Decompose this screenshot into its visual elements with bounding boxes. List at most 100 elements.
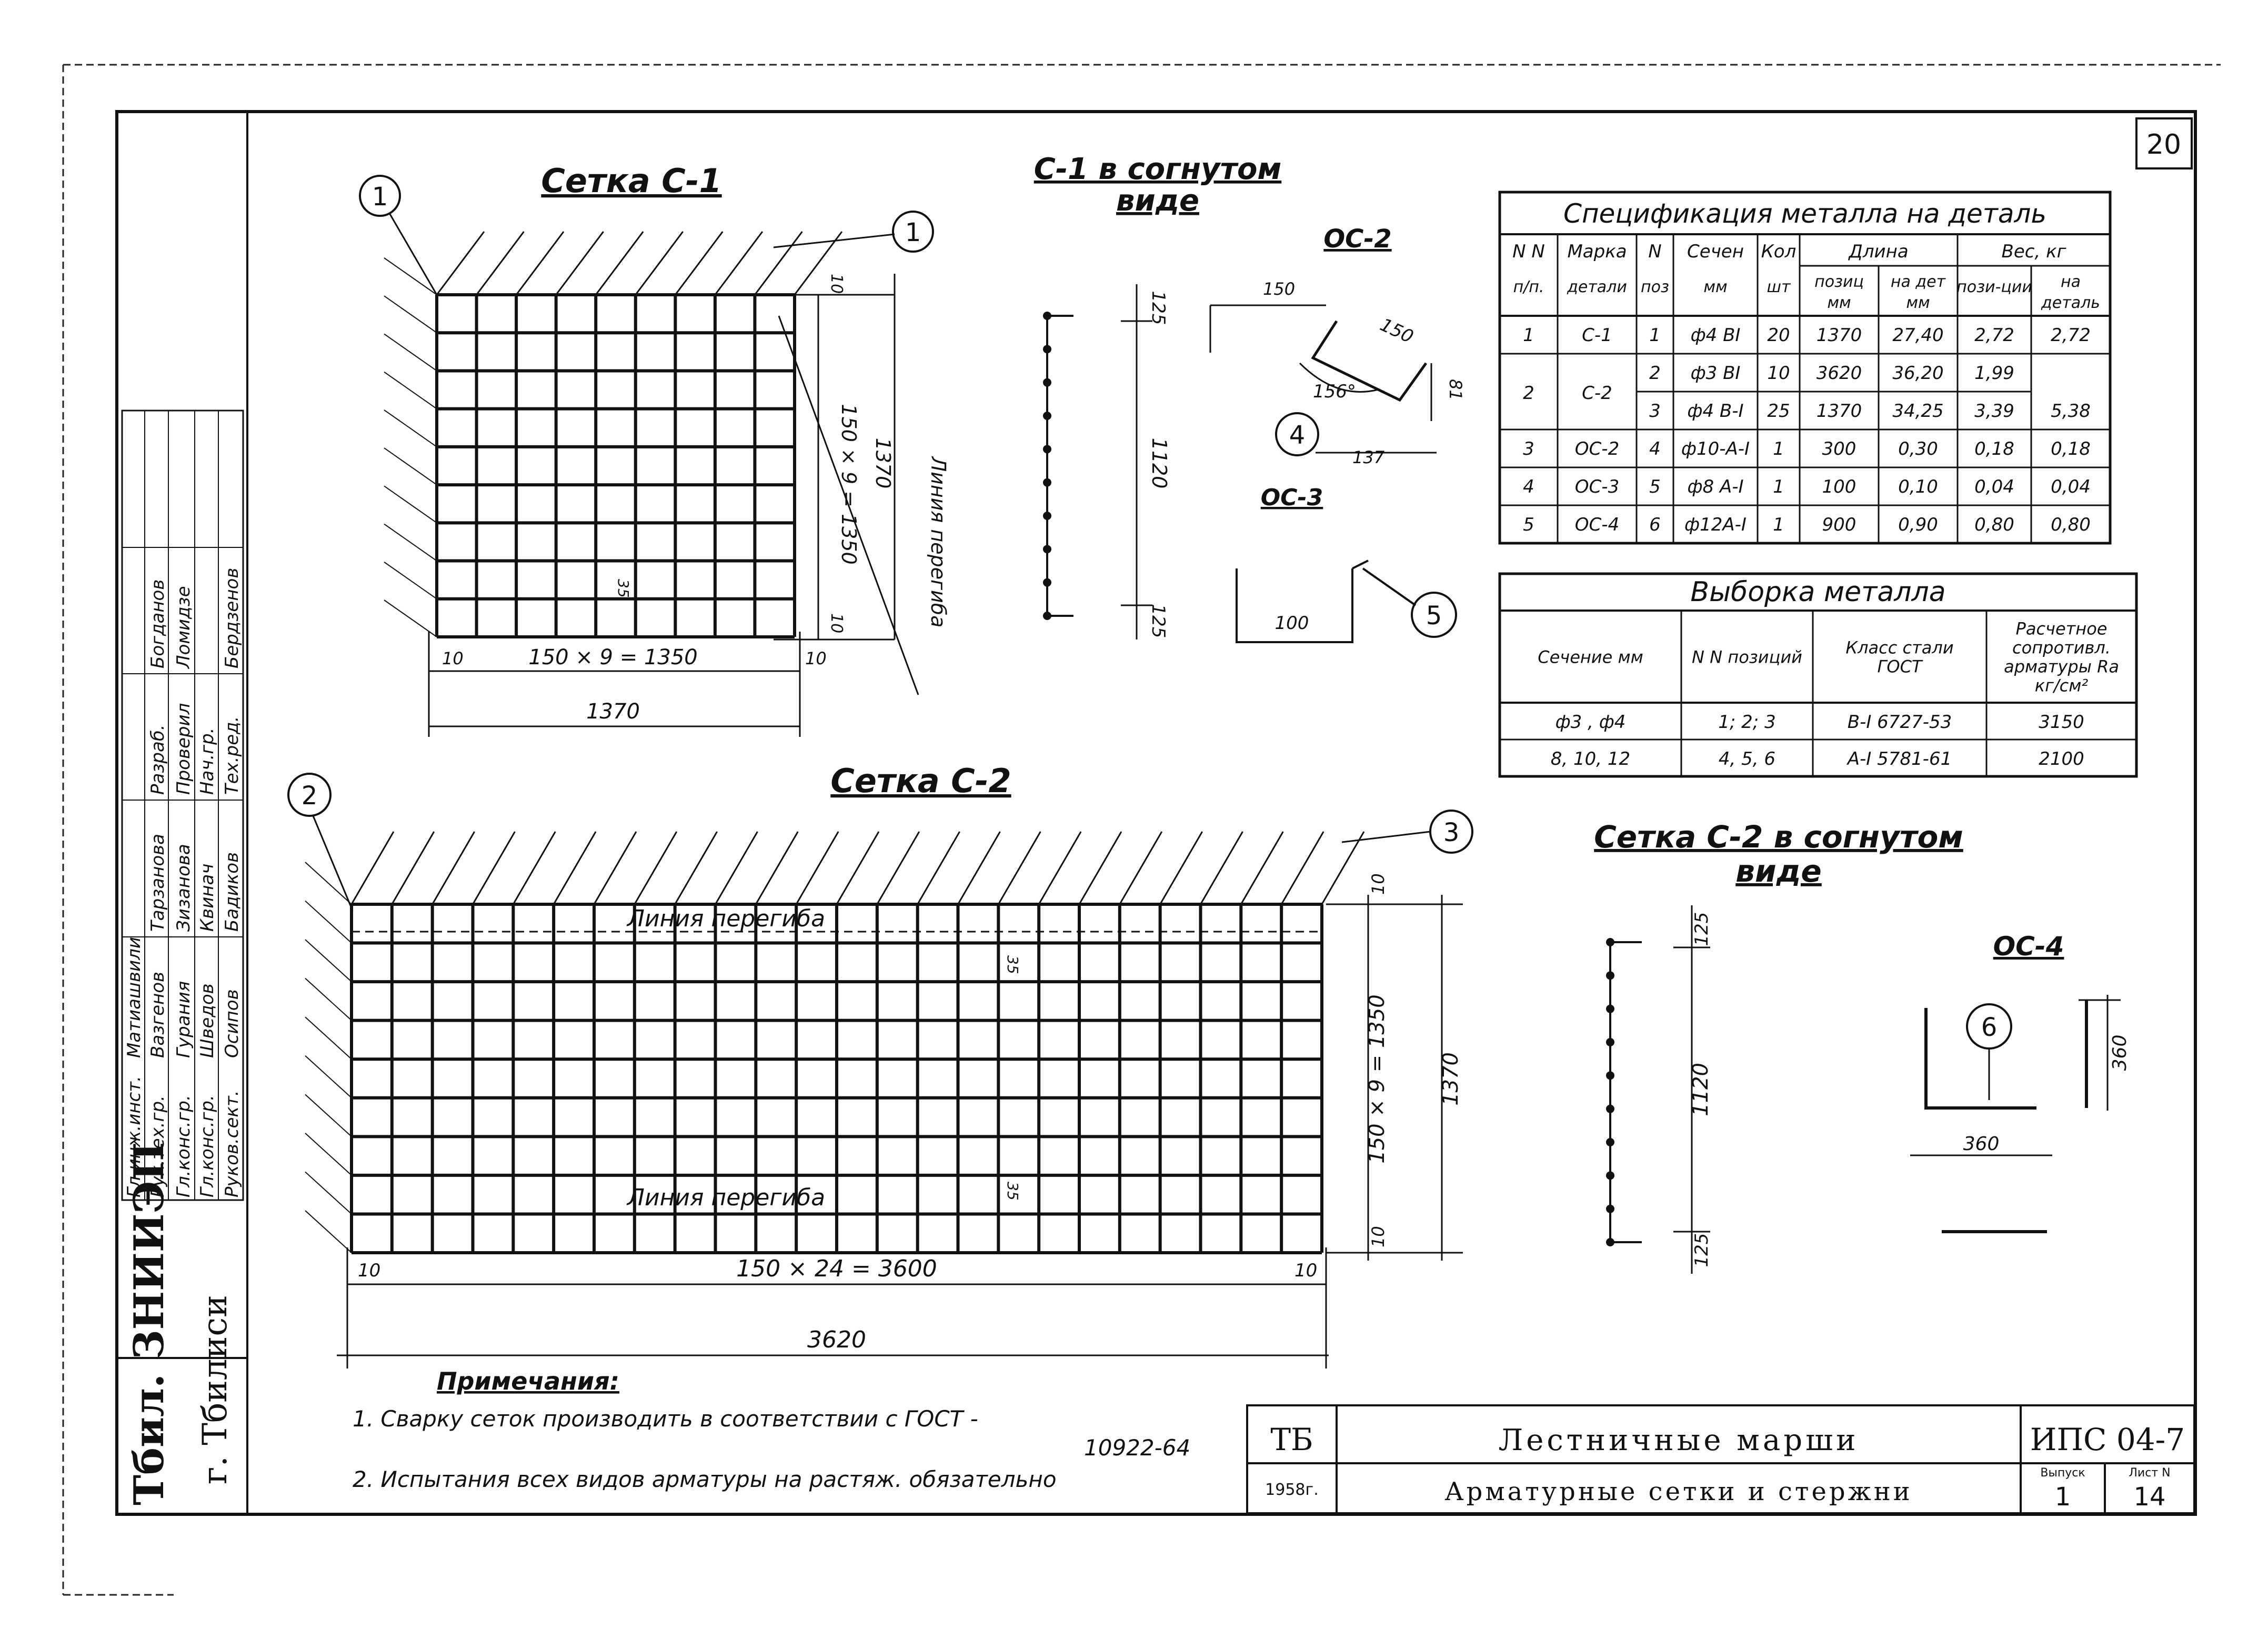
selection-header: Сечение мм — [1538, 647, 1643, 667]
spec-header: деталь — [2041, 294, 2100, 312]
spec-cell: 4 — [1523, 476, 1534, 497]
spec-header: п/п. — [1513, 278, 1544, 296]
spec-header: на — [2061, 273, 2081, 291]
svg-text:Руков.сект.: Руков.сект. — [222, 1090, 243, 1197]
spec-header: мм — [1906, 294, 1930, 312]
stamp: ТБ — [1270, 1422, 1313, 1457]
c1-dim-bottom-inner: 150 × 9 = 1350 — [528, 645, 697, 670]
svg-text:Матиашвили: Матиашвили — [124, 937, 145, 1058]
notes: Примечания: 1. Сварку сеток производить … — [353, 1367, 1190, 1492]
spec-cell: 5 — [1649, 476, 1661, 497]
svg-text:Лист N: Лист N — [2129, 1466, 2170, 1480]
selection-cell: 3150 — [2039, 712, 2084, 733]
spec-cell: 3 — [1523, 438, 1534, 460]
selection-header: ГОСТ — [1878, 657, 1923, 677]
svg-text:125: 125 — [1691, 912, 1712, 946]
spec-header: Вес, кг — [2002, 241, 2067, 262]
svg-text:10: 10 — [358, 1260, 380, 1281]
spec-cell: 0,18 — [1974, 438, 2014, 460]
callout-1-right: 1 — [905, 218, 921, 247]
svg-text:137: 137 — [1352, 447, 1385, 467]
svg-text:Тех.ред.: Тех.ред. — [222, 716, 243, 795]
oc2-title: ОС-2 — [1323, 224, 1391, 254]
page-number: 20 — [2146, 129, 2181, 161]
spec-cell: 34,25 — [1892, 401, 1943, 422]
svg-text:Шведов: Шведов — [197, 983, 218, 1058]
spec-cell: 2,72 — [1974, 325, 2014, 346]
selection-cell: ф3 , ф4 — [1556, 712, 1626, 733]
rod-oc4: ОС-4 6 360 360 — [1910, 931, 2131, 1233]
selection-cell: 4, 5, 6 — [1719, 748, 1775, 770]
mesh-c2-bent: Сетка С-2 в согнутом виде 125 1120 125 — [1594, 819, 1963, 1274]
spec-header: N N — [1512, 241, 1545, 262]
svg-text:10: 10 — [805, 648, 827, 668]
svg-text:150: 150 — [1263, 279, 1295, 299]
notes-title: Примечания: — [437, 1367, 619, 1395]
svg-text:виде: виде — [1116, 184, 1199, 218]
spec-header: Кол — [1761, 241, 1797, 262]
spec-cell: 1 — [1773, 476, 1784, 497]
selection-cell: 2100 — [2039, 748, 2084, 770]
spec-cell: 5,38 — [2051, 401, 2091, 422]
selection-header: арматуры Ra — [2004, 657, 2119, 677]
spec-cell: 1370 — [1817, 325, 1862, 346]
selection-cell: В-I 6727-53 — [1848, 712, 1952, 733]
spec-cell: ф3 ВI — [1691, 363, 1741, 384]
svg-text:10: 10 — [827, 274, 846, 294]
svg-text:10: 10 — [1368, 1226, 1388, 1247]
svg-text:Осипов: Осипов — [222, 989, 243, 1058]
selection-cell: 1; 2; 3 — [1718, 712, 1775, 733]
mesh-c2-title: Сетка С-2 — [830, 762, 1011, 800]
svg-text:35: 35 — [615, 579, 632, 598]
svg-text:125: 125 — [1148, 604, 1169, 638]
spec-header: шт — [1767, 278, 1791, 296]
svg-text:1958г.: 1958г. — [1265, 1481, 1319, 1499]
series-code: ИПС 04-7 — [2030, 1422, 2185, 1457]
rod-oc3: ОС-3 100 5 — [1236, 484, 1457, 643]
svg-text:360: 360 — [2109, 1035, 2131, 1071]
spec-cell: 0,04 — [2051, 476, 2091, 497]
spec-cell: ОС-3 — [1575, 476, 1619, 497]
svg-text:81: 81 — [1446, 379, 1466, 401]
spec-cell: 0,80 — [2051, 514, 2091, 535]
spec-cell: 10 — [1767, 363, 1790, 384]
selection-cell: А-I 5781-61 — [1846, 748, 1952, 770]
selection-header: N N позиций — [1692, 647, 1802, 667]
c2-dim-bottom-inner: 150 × 24 = 3600 — [736, 1255, 937, 1282]
main-frame — [115, 110, 2197, 1516]
svg-text:Рук.тех.гр.: Рук.тех.гр. — [147, 1095, 168, 1197]
mesh-c1-title: Сетка С-1 — [541, 162, 721, 200]
selection-header: Класс стали — [1845, 638, 1953, 658]
spec-cell: 36,20 — [1892, 363, 1943, 384]
c1-bend-line-label: Линия перегиба — [927, 456, 950, 628]
spec-cell: ф4 В-I — [1687, 401, 1743, 422]
spec-cell: 1 — [1523, 325, 1534, 346]
callout-3: 3 — [1443, 818, 1460, 847]
spec-cell: 3620 — [1817, 363, 1862, 384]
svg-text:Бердзенов: Бердзенов — [222, 568, 243, 668]
title-block: ТБ 1958г. Лестничные марши Арматурные се… — [1246, 1404, 2195, 1514]
note-2: 2. Испытания всех видов арматуры на раст… — [353, 1466, 1057, 1492]
issue-number: 1 — [2055, 1482, 2071, 1512]
spec-cell: ф8 А-I — [1687, 476, 1743, 497]
title-main: Лестничные марши — [1499, 1423, 1859, 1457]
spec-cell: 1,99 — [1974, 363, 2014, 384]
spec-cell: 3 — [1649, 401, 1661, 422]
signature-block: Гл.инж.инст. Рук.тех.гр. Гл.конс.гр. Гл.… — [121, 409, 244, 1201]
svg-text:35: 35 — [1004, 1182, 1021, 1201]
c1-dim-right-inner: 150 × 9 = 1350 — [837, 404, 860, 564]
oc4-title: ОС-4 — [1993, 931, 2064, 962]
svg-text:Нач.гр.: Нач.гр. — [197, 727, 218, 795]
spec-cell: 1 — [1773, 514, 1784, 535]
oc3-title: ОС-3 — [1261, 484, 1323, 511]
svg-text:10: 10 — [1368, 873, 1388, 895]
svg-text:156°: 156° — [1313, 381, 1356, 402]
spec-cell: 100 — [1822, 476, 1856, 497]
spec-header: Длина — [1848, 241, 1908, 262]
selection-header: Расчетное — [2016, 619, 2108, 639]
spec-header: на дет — [1891, 273, 1946, 291]
svg-text:Вазгенов: Вазгенов — [147, 972, 168, 1058]
crop-border — [62, 64, 2221, 1596]
